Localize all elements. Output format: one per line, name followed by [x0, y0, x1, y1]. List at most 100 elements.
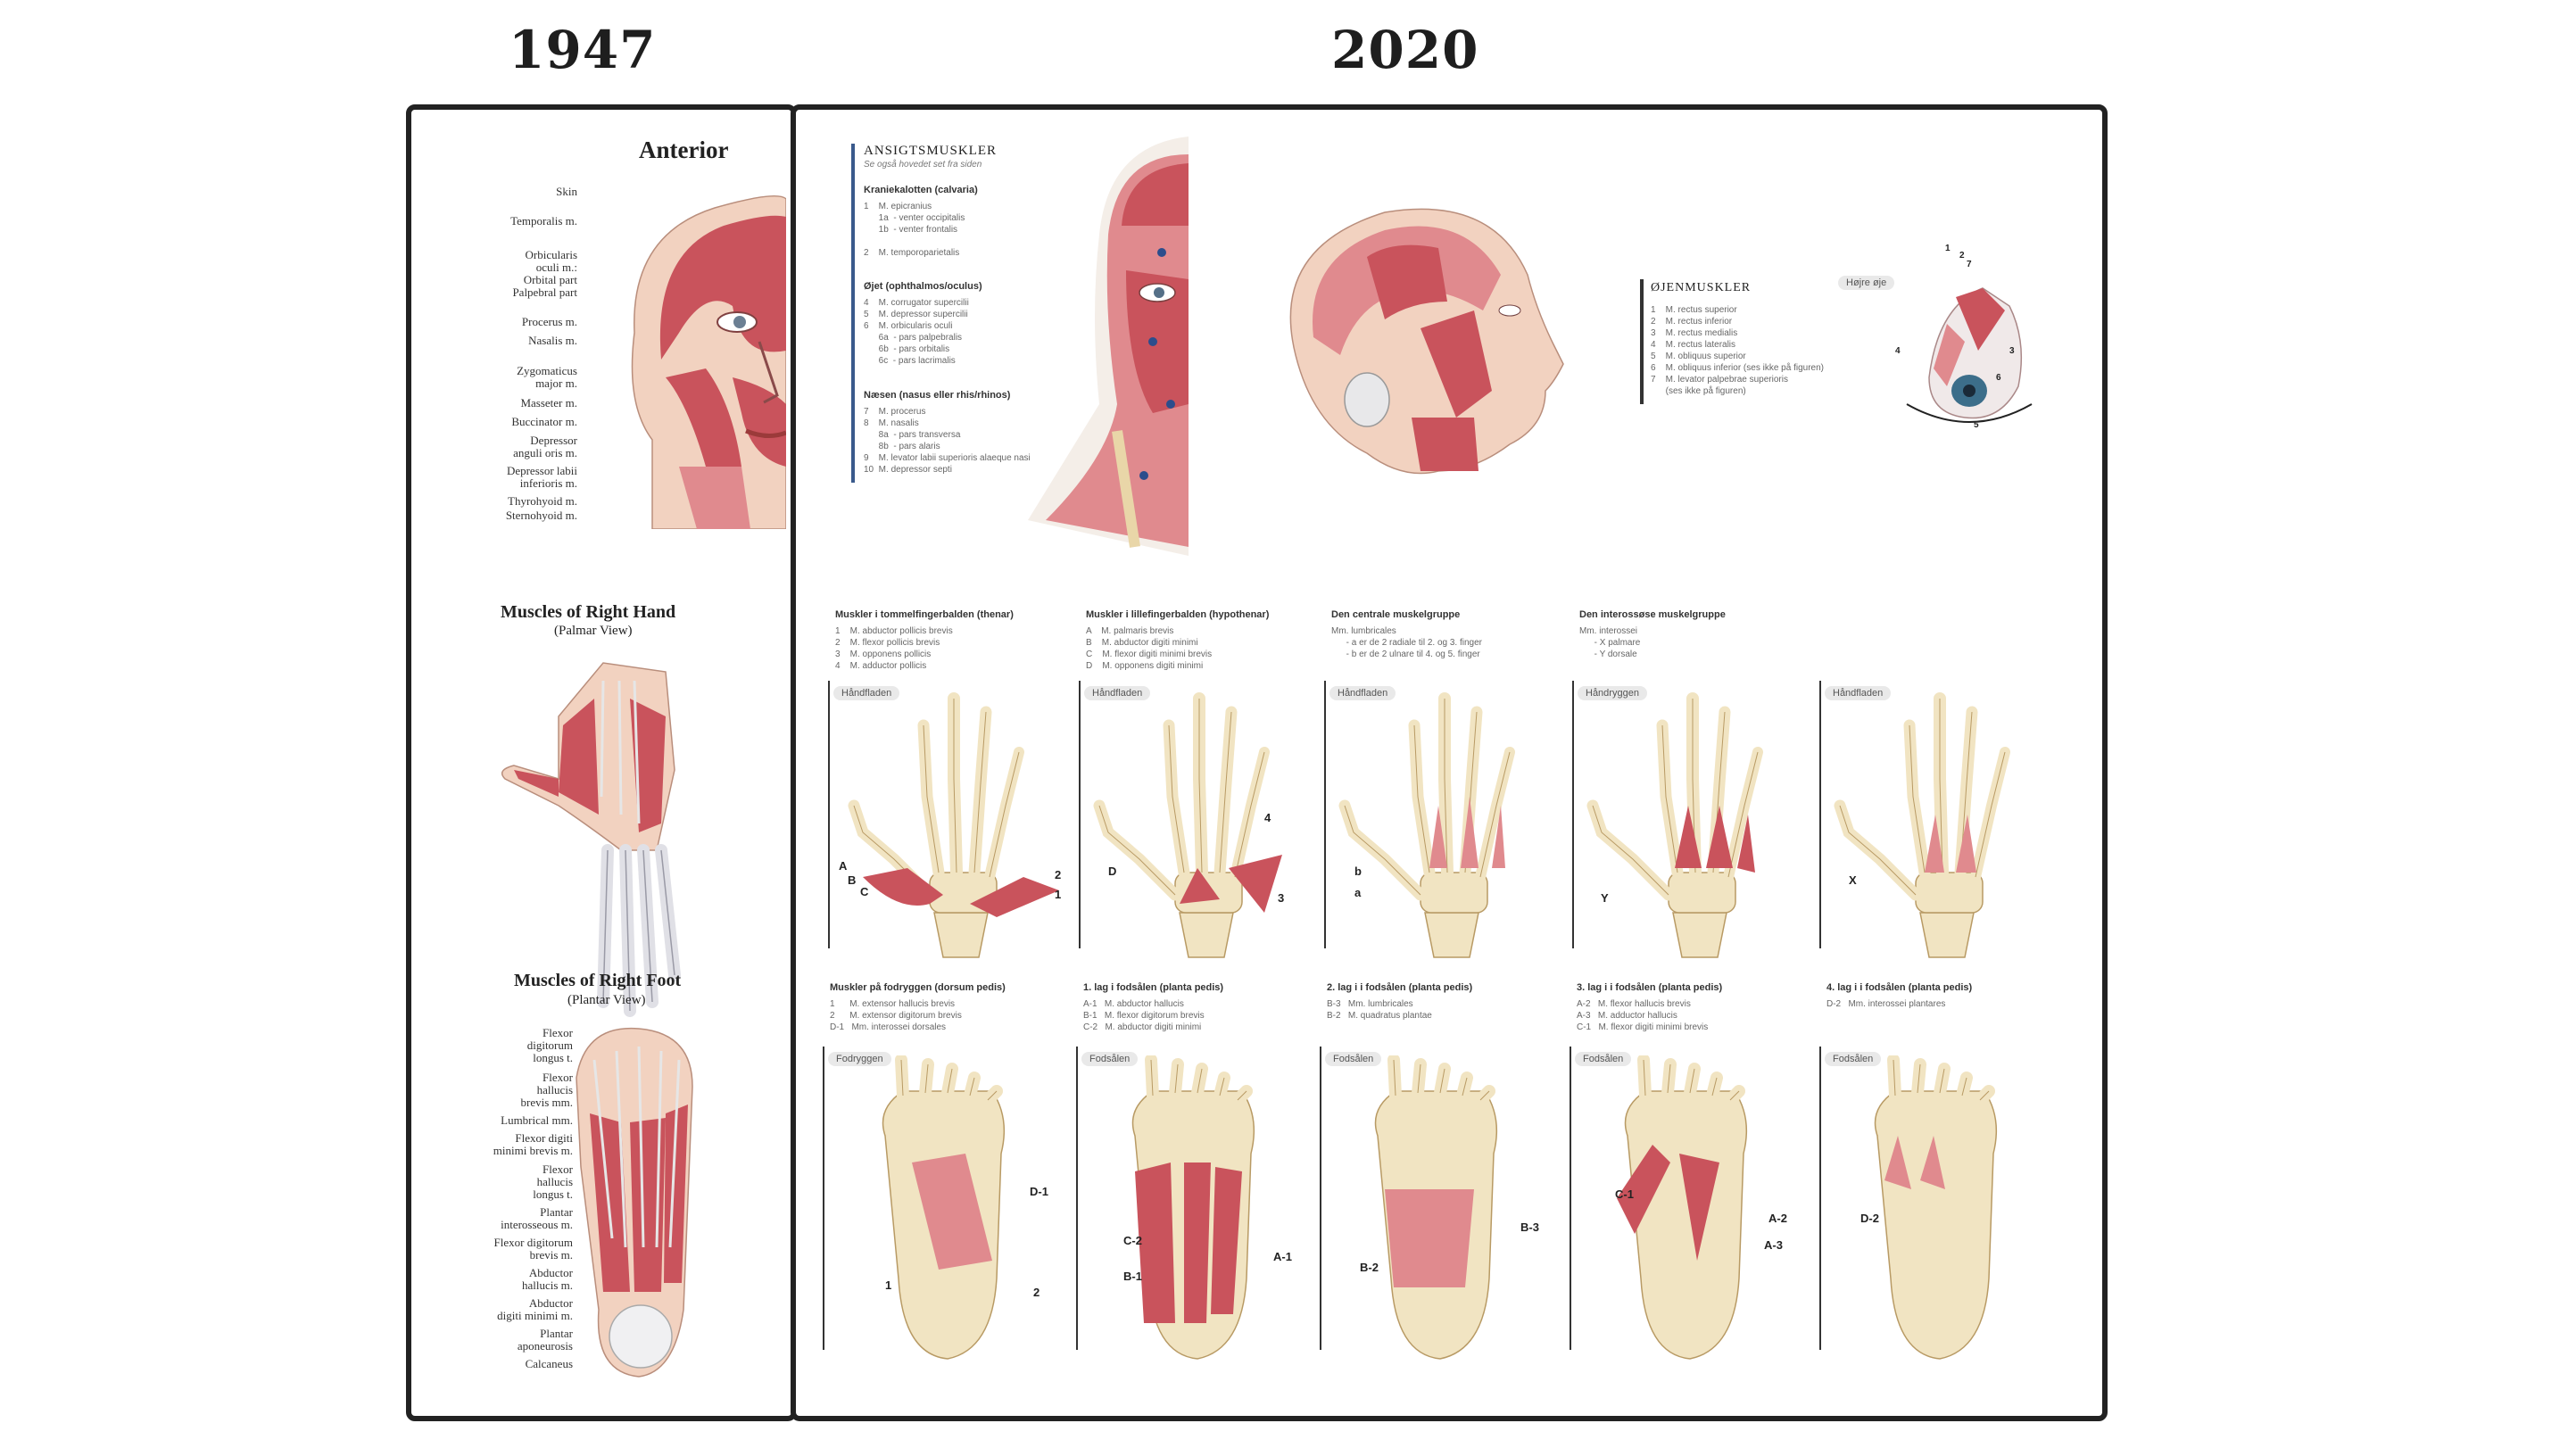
old-hand-title: Muscles of Right Hand — [501, 602, 676, 622]
old-face-label: Temporalis m. — [510, 214, 577, 228]
old-foot-label: Lumbrical mm. — [501, 1113, 573, 1127]
eye-number: 3 — [2009, 346, 2015, 356]
old-foot-label: Calcaneus — [525, 1357, 573, 1370]
old-hand-illustration — [501, 662, 681, 1017]
old-foot-label: minimi brevis m. — [493, 1144, 573, 1157]
foot-section-title: 3. lag i i fodsålen (planta pedis) — [1577, 982, 1723, 993]
old-foot-label: hallucis — [536, 1083, 573, 1096]
foot-marker: D-1 — [1030, 1185, 1048, 1198]
foot-section-items: 1 M. extensor hallucis brevis 2 M. exten… — [830, 999, 962, 1032]
foot-marker: D-2 — [1860, 1212, 1879, 1225]
old-foot-illustration — [576, 1027, 693, 1378]
face-subheading: Se også hovedet set fra siden — [864, 160, 982, 170]
eye-illustration — [1906, 287, 2033, 423]
eye-number: 7 — [1967, 260, 1972, 269]
hand-divider — [1079, 681, 1081, 948]
foot-view-pill: Fodsålen — [1575, 1052, 1632, 1066]
eye-number: 6 — [1996, 373, 2001, 383]
hand-marker: 3 — [1278, 891, 1285, 905]
foot-marker: A-1 — [1273, 1250, 1292, 1263]
foot-section-title: Muskler på fodryggen (dorsum pedis) — [830, 982, 1006, 993]
foot-skeletons — [849, 1055, 2099, 1412]
foot-section-items: D-2 Mm. interossei plantares — [1826, 999, 1946, 1009]
hand-marker: 2 — [1055, 868, 1062, 881]
foot-section-items: B-3 Mm. lumbricales B-2 M. quadratus pla… — [1327, 999, 1432, 1021]
hand-marker: a — [1354, 886, 1362, 899]
old-foot-title: Muscles of Right Foot — [514, 971, 682, 990]
old-face-label: Orbicularis — [525, 248, 577, 261]
old-foot-label: Flexor digiti — [515, 1131, 573, 1145]
foot-view-pill: Fodsålen — [1081, 1052, 1139, 1066]
old-face-label: Sternohyoid m. — [505, 509, 577, 522]
foot-section-title: 2. lag i i fodsålen (planta pedis) — [1327, 982, 1473, 993]
hand-divider — [828, 681, 830, 948]
old-foot-label: digiti minimi m. — [497, 1309, 573, 1322]
old-face-label: Skin — [556, 185, 577, 198]
foot-view-pill: Fodsålen — [1325, 1052, 1382, 1066]
hand-marker: A — [839, 859, 848, 873]
old-face-label: inferioris m. — [519, 476, 577, 490]
hand-section-title: Muskler i tommelfingerbalden (thenar) — [835, 609, 1014, 620]
foot-marker: 1 — [885, 1278, 892, 1292]
chart-1947-frame: Anterior Skin Temporalis m. Orbicularis … — [406, 104, 797, 1421]
face-group-items: 1 M. epicranius 1a - venter occipitalis … — [864, 202, 965, 258]
old-foot-label: Plantar — [540, 1327, 573, 1340]
old-face-label: Nasalis m. — [528, 334, 577, 347]
foot-marker: B-2 — [1360, 1261, 1379, 1274]
foot-view-pill: Fodryggen — [828, 1052, 891, 1066]
old-foot-label: Abductor — [528, 1266, 573, 1279]
old-face-label: Thyrohyoid m. — [508, 494, 577, 508]
foot-divider — [1819, 1047, 1821, 1350]
foot-view-pill: Fodsålen — [1825, 1052, 1882, 1066]
hand-view-pill: Håndfladen — [833, 686, 900, 700]
old-foot-label: Flexor — [543, 1071, 573, 1084]
old-foot-label: longus t. — [533, 1051, 573, 1064]
foot-marker: A-3 — [1764, 1238, 1783, 1252]
old-foot-label: digitorum — [526, 1038, 573, 1052]
hand-section-title: Muskler i lillefingerbalden (hypothenar) — [1086, 609, 1270, 620]
hand-section-items: A M. palmaris brevis B M. abductor digit… — [1086, 626, 1213, 671]
old-face-label: major m. — [535, 376, 577, 390]
old-foot-label: Flexor — [543, 1026, 573, 1039]
old-foot-label: longus t. — [533, 1187, 573, 1201]
old-foot-label: aponeurosis — [517, 1339, 573, 1353]
hand-marker: D — [1108, 865, 1117, 878]
face-group-title: Kraniekalotten (calvaria) — [864, 185, 978, 195]
hand-section-items: Mm. lumbricales - a er de 2 radiale til … — [1331, 626, 1482, 659]
year-2020-heading: 2020 — [1331, 20, 1479, 80]
eye-number: 5 — [1974, 420, 1979, 430]
old-hand-subtitle: (Palmar View) — [554, 624, 633, 638]
old-face-label: Buccinator m. — [511, 415, 577, 428]
eye-number: 4 — [1895, 346, 1901, 356]
foot-marker: C-2 — [1123, 1234, 1142, 1247]
foot-section-title: 4. lag i i fodsålen (planta pedis) — [1826, 982, 1973, 993]
hand-marker: C — [860, 885, 869, 898]
old-foot-label: Flexor digitorum — [493, 1236, 573, 1249]
hand-marker: Y — [1601, 891, 1609, 905]
face-group-title: Næsen (nasus eller rhis/rhinos) — [864, 390, 1011, 401]
hand-section-items: 1 M. abductor pollicis brevis 2 M. flexo… — [835, 626, 953, 671]
old-face-illustration — [631, 194, 786, 529]
old-foot-subtitle: (Plantar View) — [567, 993, 646, 1007]
old-foot-label: Flexor — [543, 1163, 573, 1176]
hand-marker: 1 — [1055, 888, 1062, 901]
old-foot-label: hallucis — [536, 1175, 573, 1188]
old-face-label: anguli oris m. — [513, 446, 577, 459]
year-1947-heading: 1947 — [509, 20, 657, 80]
foot-marker: A-2 — [1768, 1212, 1787, 1225]
foot-marker: B-3 — [1520, 1220, 1539, 1234]
face-accent-bar — [851, 144, 855, 483]
old-face-label: oculi m.: — [535, 261, 577, 274]
foot-marker: C-1 — [1615, 1187, 1634, 1201]
foot-section-items: A-1 M. abductor hallucis B-1 M. flexor d… — [1083, 999, 1205, 1032]
hand-section-title: Den interossøse muskelgruppe — [1579, 609, 1726, 620]
old-foot-label: Abductor — [528, 1296, 573, 1310]
foot-marker: B-1 — [1123, 1270, 1142, 1283]
foot-section-items: A-2 M. flexor hallucis brevis A-3 M. add… — [1577, 999, 1709, 1032]
eye-number: 2 — [1959, 251, 1965, 261]
face-group-title: Øjet (ophthalmos/oculus) — [864, 281, 982, 292]
hand-view-pill: Håndfladen — [1825, 686, 1892, 700]
old-foot-label: interosseous m. — [501, 1218, 573, 1231]
hand-view-pill: Håndryggen — [1578, 686, 1647, 700]
eye-heading: ØJENMUSKLER — [1651, 281, 1752, 294]
